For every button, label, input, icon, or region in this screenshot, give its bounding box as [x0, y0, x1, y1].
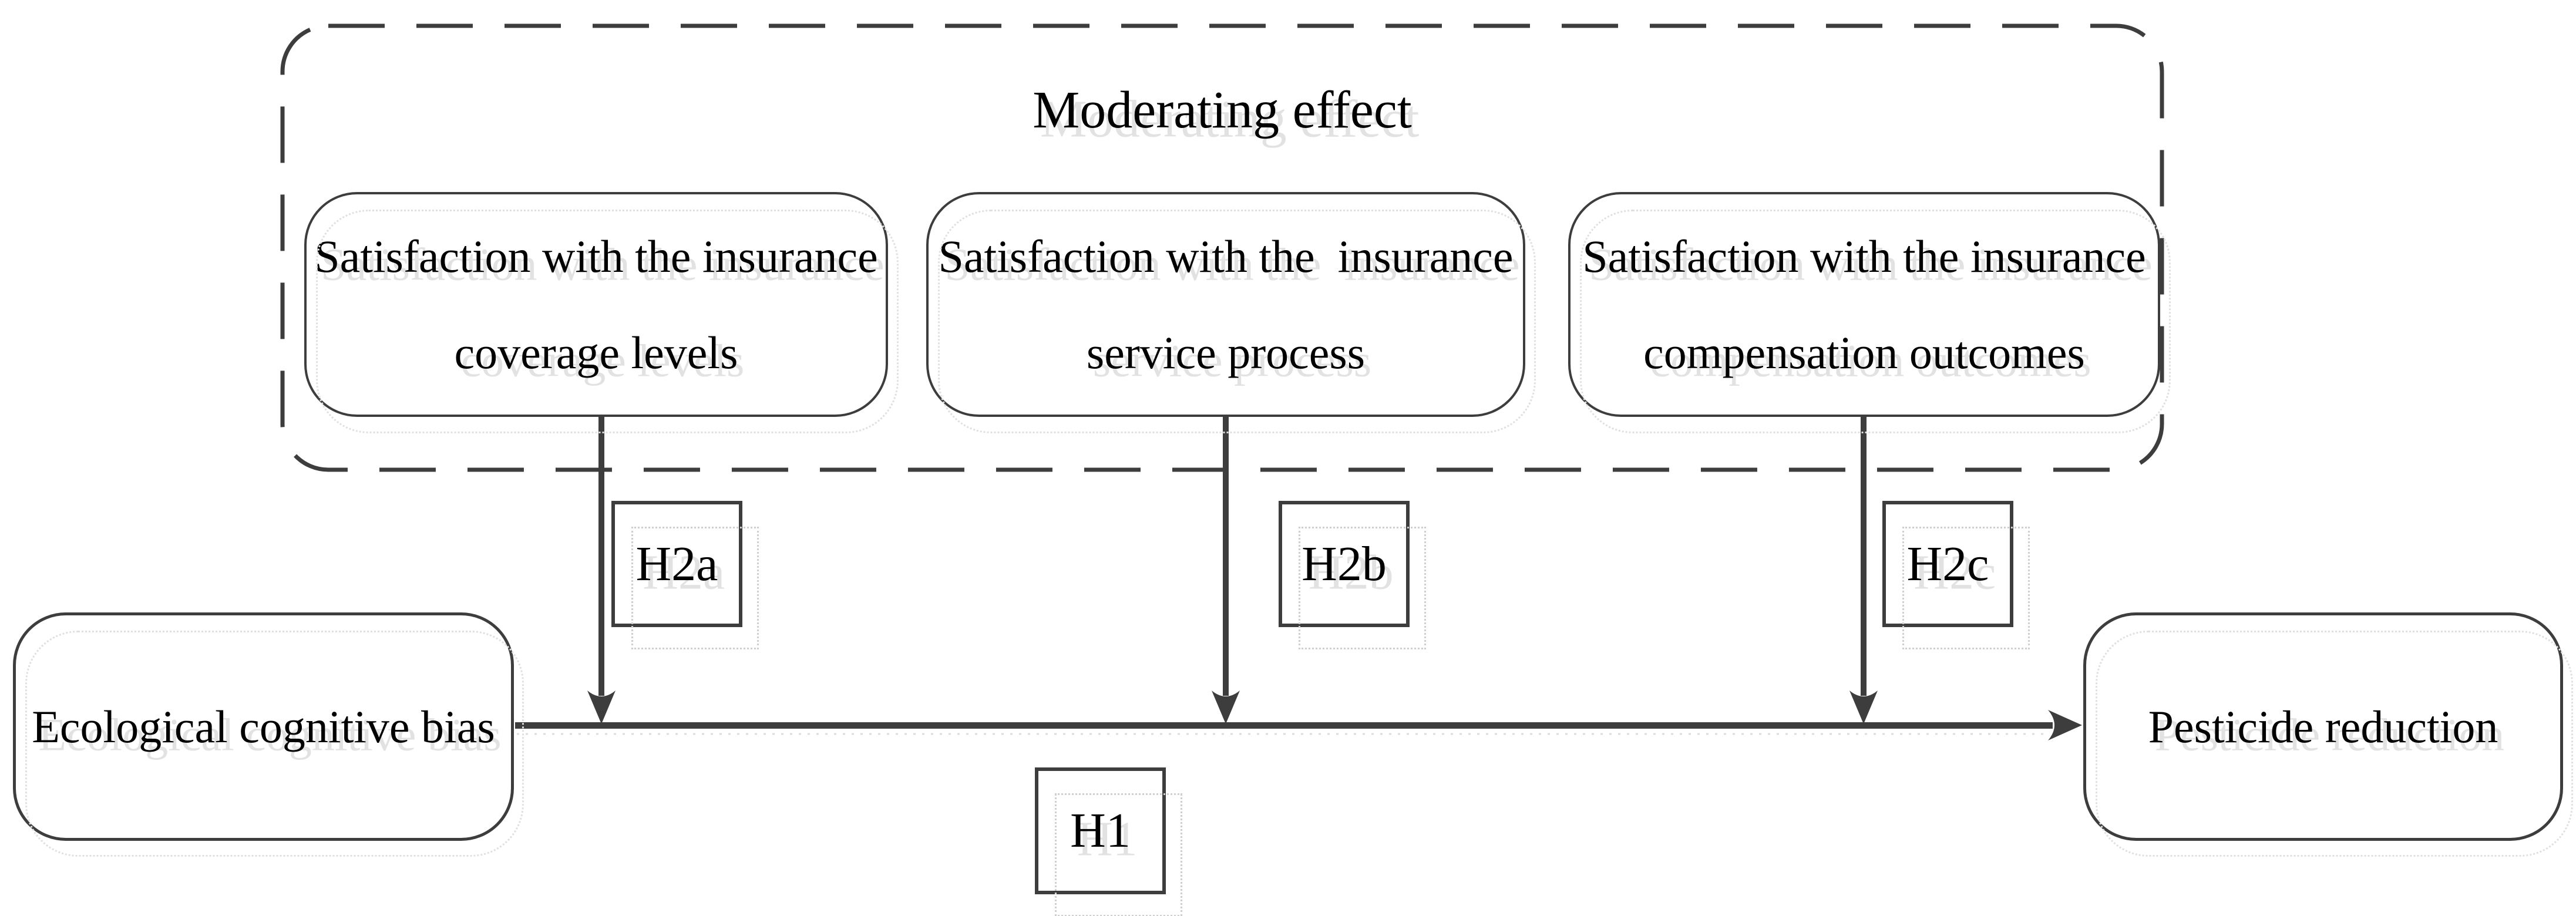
hypothesis-label-h1: H1 [1070, 803, 1131, 858]
hypothesis-box-h2a: H2a [611, 501, 759, 649]
moderating-effect-title: Moderating effect [1033, 81, 1412, 139]
h2a-arrow [587, 417, 616, 724]
moderator-box-service-line1: Satisfaction with the insurance [938, 230, 1514, 282]
moderator-box-service: Satisfaction with the insurance service … [926, 192, 1536, 433]
moderating-effect-group-border [280, 23, 2164, 472]
moderator-box-coverage-line1: Satisfaction with the insurance [314, 230, 878, 282]
h2c-arrow [1849, 417, 1878, 724]
dependent-variable-box: Pesticide reduction [2083, 612, 2573, 857]
moderator-box-compensation-line1: Satisfaction with the insurance [1582, 230, 2146, 282]
moderator-box-compensation-line2: compensation outcomes [1643, 326, 2085, 378]
hypothesis-label-h2b: H2b [1302, 536, 1387, 591]
hypothesis-label-h2a: H2a [635, 536, 718, 591]
hypothesis-label-h2c: H2c [1906, 536, 1989, 591]
independent-variable-box: Ecological cognitive bias [13, 612, 524, 857]
independent-variable-label: Ecological cognitive bias [32, 701, 495, 752]
moderator-box-coverage: Satisfaction with the insurance coverage… [304, 192, 899, 433]
hypothesis-box-h1: H1 [1035, 767, 1182, 916]
moderator-box-service-line2: service process [1086, 326, 1366, 378]
hypothesis-box-h2c: H2c [1882, 501, 2030, 649]
moderator-box-coverage-line2: coverage levels [454, 326, 738, 378]
dependent-variable-label: Pesticide reduction [2148, 701, 2498, 752]
hypothesis-box-h2b: H2b [1279, 501, 1426, 649]
moderator-box-compensation: Satisfaction with the insurance compensa… [1568, 192, 2171, 433]
h1-main-arrow [515, 710, 2082, 740]
h2b-arrow [1212, 417, 1240, 724]
